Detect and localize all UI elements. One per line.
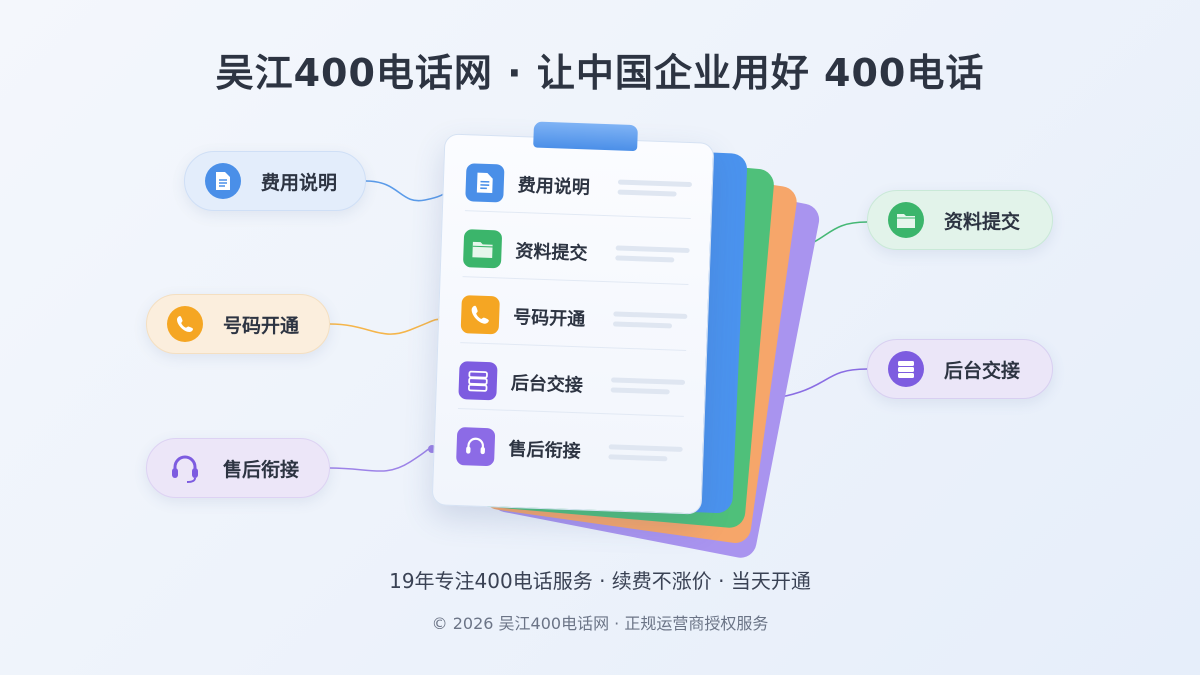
- document-icon: [205, 163, 241, 199]
- card-item-backend[interactable]: 后台交接: [457, 351, 686, 417]
- side-item-data-submit[interactable]: 资料提交: [867, 190, 1053, 250]
- placeholder-lines: [610, 372, 686, 400]
- side-item-label: 号码开通: [223, 314, 300, 337]
- card-item-label: 号码开通: [512, 306, 586, 330]
- copyright: © 2026 吴江400电话网 · 正规运营商授权服务: [431, 614, 769, 633]
- clipboard-clip: [533, 121, 638, 152]
- side-item-label: 后台交接: [944, 359, 1021, 382]
- side-item-label: 资料提交: [944, 210, 1021, 233]
- page-title: 吴江400电话网 · 让中国企业用好 400电话: [215, 51, 985, 95]
- headset-icon: [456, 427, 496, 467]
- phone-icon: [167, 306, 203, 342]
- side-item-backend[interactable]: 后台交接: [867, 339, 1053, 399]
- card-item-label: 费用说明: [517, 174, 591, 198]
- placeholder-lines: [612, 306, 688, 334]
- card-item-number[interactable]: 号码开通: [460, 285, 689, 351]
- document-icon: [465, 162, 505, 202]
- server-icon: [888, 351, 924, 387]
- placeholder-lines: [617, 174, 693, 202]
- card-item-fee[interactable]: 费用说明: [464, 153, 693, 220]
- side-item-label: 售后衔接: [223, 458, 300, 481]
- folder-icon: [462, 228, 503, 268]
- card-item-label: 售后衔接: [508, 438, 581, 463]
- server-icon: [458, 360, 498, 400]
- headset-icon: [167, 450, 203, 486]
- folder-icon: [888, 202, 924, 238]
- side-item-number[interactable]: 号码开通: [146, 294, 330, 354]
- side-item-label: 费用说明: [261, 171, 338, 194]
- side-item-fee[interactable]: 费用说明: [184, 151, 366, 211]
- card-item-label: 资料提交: [515, 240, 588, 264]
- phone-icon: [460, 294, 500, 334]
- tagline: 19年专注400电话服务 · 续费不涨价 · 当天开通: [389, 569, 811, 593]
- card-item-label: 后台交接: [510, 372, 584, 396]
- card-item-data-submit[interactable]: 资料提交: [462, 219, 691, 286]
- side-item-after-sales[interactable]: 售后衔接: [146, 438, 330, 498]
- placeholder-lines: [608, 439, 683, 467]
- placeholder-lines: [615, 240, 690, 268]
- checklist-card: 费用说明 资料提交 号码开通 后台交接: [431, 121, 715, 515]
- card-item-after-sales[interactable]: 售后衔接: [456, 417, 684, 483]
